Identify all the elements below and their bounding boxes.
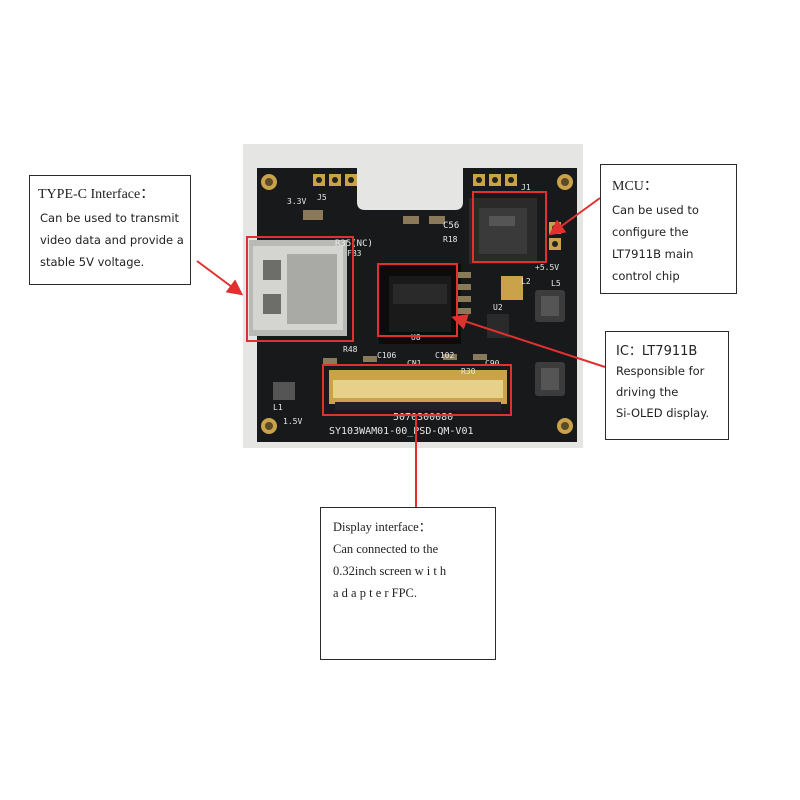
typec-callout-line: video data and provide a xyxy=(40,233,184,247)
mcu-chip xyxy=(469,198,537,264)
pcb-photo: J5 3.3V FB3 R35(NC) C56 R18 J1 +5.5V L2 … xyxy=(243,144,583,448)
silk-j5: J5 xyxy=(317,193,327,202)
silk-5v5: +5.5V xyxy=(535,263,559,272)
typec-callout: TYPE-C Interface： Can be used to transmi… xyxy=(29,175,191,285)
u2-regulator xyxy=(487,314,509,338)
typec-callout-line: Can be used to transmit xyxy=(40,211,180,225)
ic-callout: IC：LT7911B Responsible for driving the S… xyxy=(605,331,729,440)
silk-c106: C106 xyxy=(377,351,396,360)
ic-callout-line: driving the xyxy=(616,385,679,399)
mcu-callout-line: control chip xyxy=(612,269,680,283)
silk-cn1: CN1 xyxy=(407,359,422,368)
fpc-connector-cn1 xyxy=(329,370,507,410)
display-callout-line: Display interface： xyxy=(333,520,432,534)
silk-l2: L2 xyxy=(521,277,531,286)
typec-arrow xyxy=(196,260,244,296)
typec-callout-title: TYPE-C Interface： xyxy=(38,187,155,202)
silk-l1: L1 xyxy=(273,403,283,412)
mcu-callout-line: Can be used to xyxy=(612,203,699,217)
display-callout-line: a d a p t e r FPC. xyxy=(333,586,418,600)
silk-fb3: FB3 xyxy=(347,249,362,258)
ic-callout-line: Si-OLED display. xyxy=(616,406,710,420)
silk-l5: L5 xyxy=(551,279,561,288)
mcu-callout-title: MCU： xyxy=(612,179,658,194)
main-ic-lt7911b xyxy=(379,264,461,344)
silk-part-number: 5070300080 xyxy=(393,412,453,423)
inductors xyxy=(273,276,565,400)
typec-callout-line: stable 5V voltage. xyxy=(40,255,145,269)
silk-model: SY103WAM01-00_PSD-QM-V01 xyxy=(329,426,474,437)
silk-r18: R18 xyxy=(443,235,458,244)
display-callout-line: 0.32inch screen w i t h xyxy=(333,564,447,578)
ic-callout-title: IC：LT7911B xyxy=(616,344,698,359)
silk-r35: R35(NC) xyxy=(335,239,373,249)
silk-3v3: 3.3V xyxy=(287,197,306,206)
silk-r48: R48 xyxy=(343,345,358,354)
silk-1v5: 1.5V xyxy=(283,417,302,426)
silk-c102: C102 xyxy=(435,351,454,360)
mcu-callout-line: configure the xyxy=(612,225,689,239)
ic-callout-line: Responsible for xyxy=(616,364,705,378)
silk-r30: R30 xyxy=(461,367,476,376)
mcu-callout: MCU： Can be used to configure the LT7911… xyxy=(600,164,737,294)
silk-u2: U2 xyxy=(493,303,503,312)
silk-u8: U8 xyxy=(411,333,421,342)
passive-components xyxy=(303,210,487,364)
display-callout: Display interface： Can connected to the … xyxy=(320,507,496,660)
silk-c90: C90 xyxy=(485,359,500,368)
header-j5 xyxy=(313,174,357,186)
pcb-board-drawing: J5 3.3V FB3 R35(NC) C56 R18 J1 +5.5V L2 … xyxy=(249,168,577,442)
silk-j1: J1 xyxy=(521,183,531,192)
mcu-callout-line: LT7911B main xyxy=(612,247,694,261)
typec-connector xyxy=(249,240,347,336)
silk-c56: C56 xyxy=(443,221,459,231)
display-callout-line: Can connected to the xyxy=(333,542,439,556)
